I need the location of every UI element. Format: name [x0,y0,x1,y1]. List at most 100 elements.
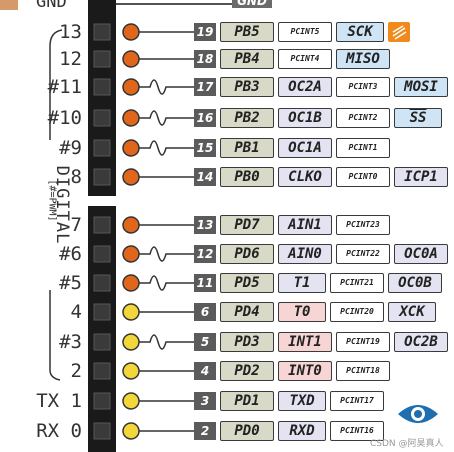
pcint-label: PCINT20 [330,302,384,322]
function-label: CLKO [278,167,332,187]
port-name: PB0 [220,167,274,187]
function-label: OC0A [394,244,448,264]
chip-pin-number: 13 [194,216,216,234]
pwm-wave [139,79,194,95]
pin-label: 12 [59,48,82,70]
pwm-wave [139,246,194,262]
function-label: SCK [336,22,384,42]
pwm-wave [139,140,194,156]
header-lower [88,206,116,452]
chip-pin-number: 12 [194,245,216,263]
function-label: MOSI [394,77,448,97]
gnd-bar-label: GND [232,0,272,8]
function-label: OC2A [278,77,332,97]
pin-label: 8 [70,166,82,188]
function-label: RXD [278,421,326,441]
eye-logo-icon [396,400,440,428]
chip-pin-number: 4 [194,362,216,380]
header-pin [93,216,111,234]
pin-dot [122,392,140,410]
function-label: MISO [336,49,390,69]
function-label: OC2B [394,332,448,352]
header-pin [93,50,111,68]
header-pin [93,168,111,186]
pcint-label: PCINT23 [336,215,390,235]
port-name: PD2 [220,361,274,381]
port-name: PB3 [220,77,274,97]
pin-label: #9 [59,137,82,159]
pcint-label: PCINT18 [336,361,390,381]
function-label: AIN1 [278,215,332,235]
function-label: INT0 [278,361,332,381]
function-label: OC1B [278,108,332,128]
header-pin [93,362,111,380]
function-label: INT1 [278,332,332,352]
chip-pin-number: 3 [194,392,216,410]
port-name: PD0 [220,421,274,441]
chip-pin-number: 15 [194,139,216,157]
header-pin [93,392,111,410]
top-gnd-label: GND [36,0,67,12]
pin-dot [122,168,140,186]
pin-label: RX 0 [36,420,82,442]
port-name: PD1 [220,391,274,411]
chip-pin-number: 18 [194,50,216,68]
pin-dot [122,109,140,127]
chip-pin-number: 16 [194,109,216,127]
pin-dot [122,139,140,157]
function-label: T0 [278,302,326,322]
pcint-label: PCINT0 [336,167,390,187]
pwm-wave [139,110,194,126]
port-name: PD5 [220,273,274,293]
port-name: PB1 [220,138,274,158]
pcint-label: PCINT21 [330,273,384,293]
board-edge [0,0,18,10]
pcint-label: PCINT1 [336,138,390,158]
bracket-top [49,29,63,140]
function-label: TXD [278,391,326,411]
function-label: OC0B [388,273,442,293]
pin-dot [122,50,140,68]
function-label: XCK [388,302,436,322]
header-pin [93,139,111,157]
pin-label: #11 [47,76,82,98]
port-name: PD4 [220,302,274,322]
header-pin [93,109,111,127]
pin-label: #5 [59,272,82,294]
pin-dot [122,23,140,41]
header-pin [93,78,111,96]
chip-pin-number: 17 [194,78,216,96]
pcint-label: PCINT4 [278,49,332,69]
pin-label: #6 [59,243,82,265]
pcint-label: PCINT5 [278,22,332,42]
pcint-label: PCINT16 [330,421,384,441]
pin-label: 13 [59,21,82,43]
pwm-wave [139,334,194,350]
pin-label: #3 [59,331,82,353]
function-label: T1 [278,273,326,293]
bracket-bottom [49,290,61,381]
pin-label: 2 [70,360,82,382]
function-label: OC1A [278,138,332,158]
pin-label: TX 1 [36,390,82,412]
pin-dot [122,333,140,351]
header-pin [93,274,111,292]
header-pin [93,333,111,351]
pcint-label: PCINT17 [330,391,384,411]
port-name: PB4 [220,49,274,69]
pwm-wave [139,275,194,291]
function-label: ICP1 [394,167,448,187]
chip-pin-number: 5 [194,333,216,351]
function-label: AIN0 [278,244,332,264]
pin-label: 4 [70,301,82,323]
pin-dot [122,362,140,380]
port-name: PD3 [220,332,274,352]
pcint-label: PCINT2 [336,108,390,128]
port-name: PB5 [220,22,274,42]
pcint-label: PCINT19 [336,332,390,352]
chip-pin-number: 14 [194,168,216,186]
header-pin [93,422,111,440]
port-name: PB2 [220,108,274,128]
